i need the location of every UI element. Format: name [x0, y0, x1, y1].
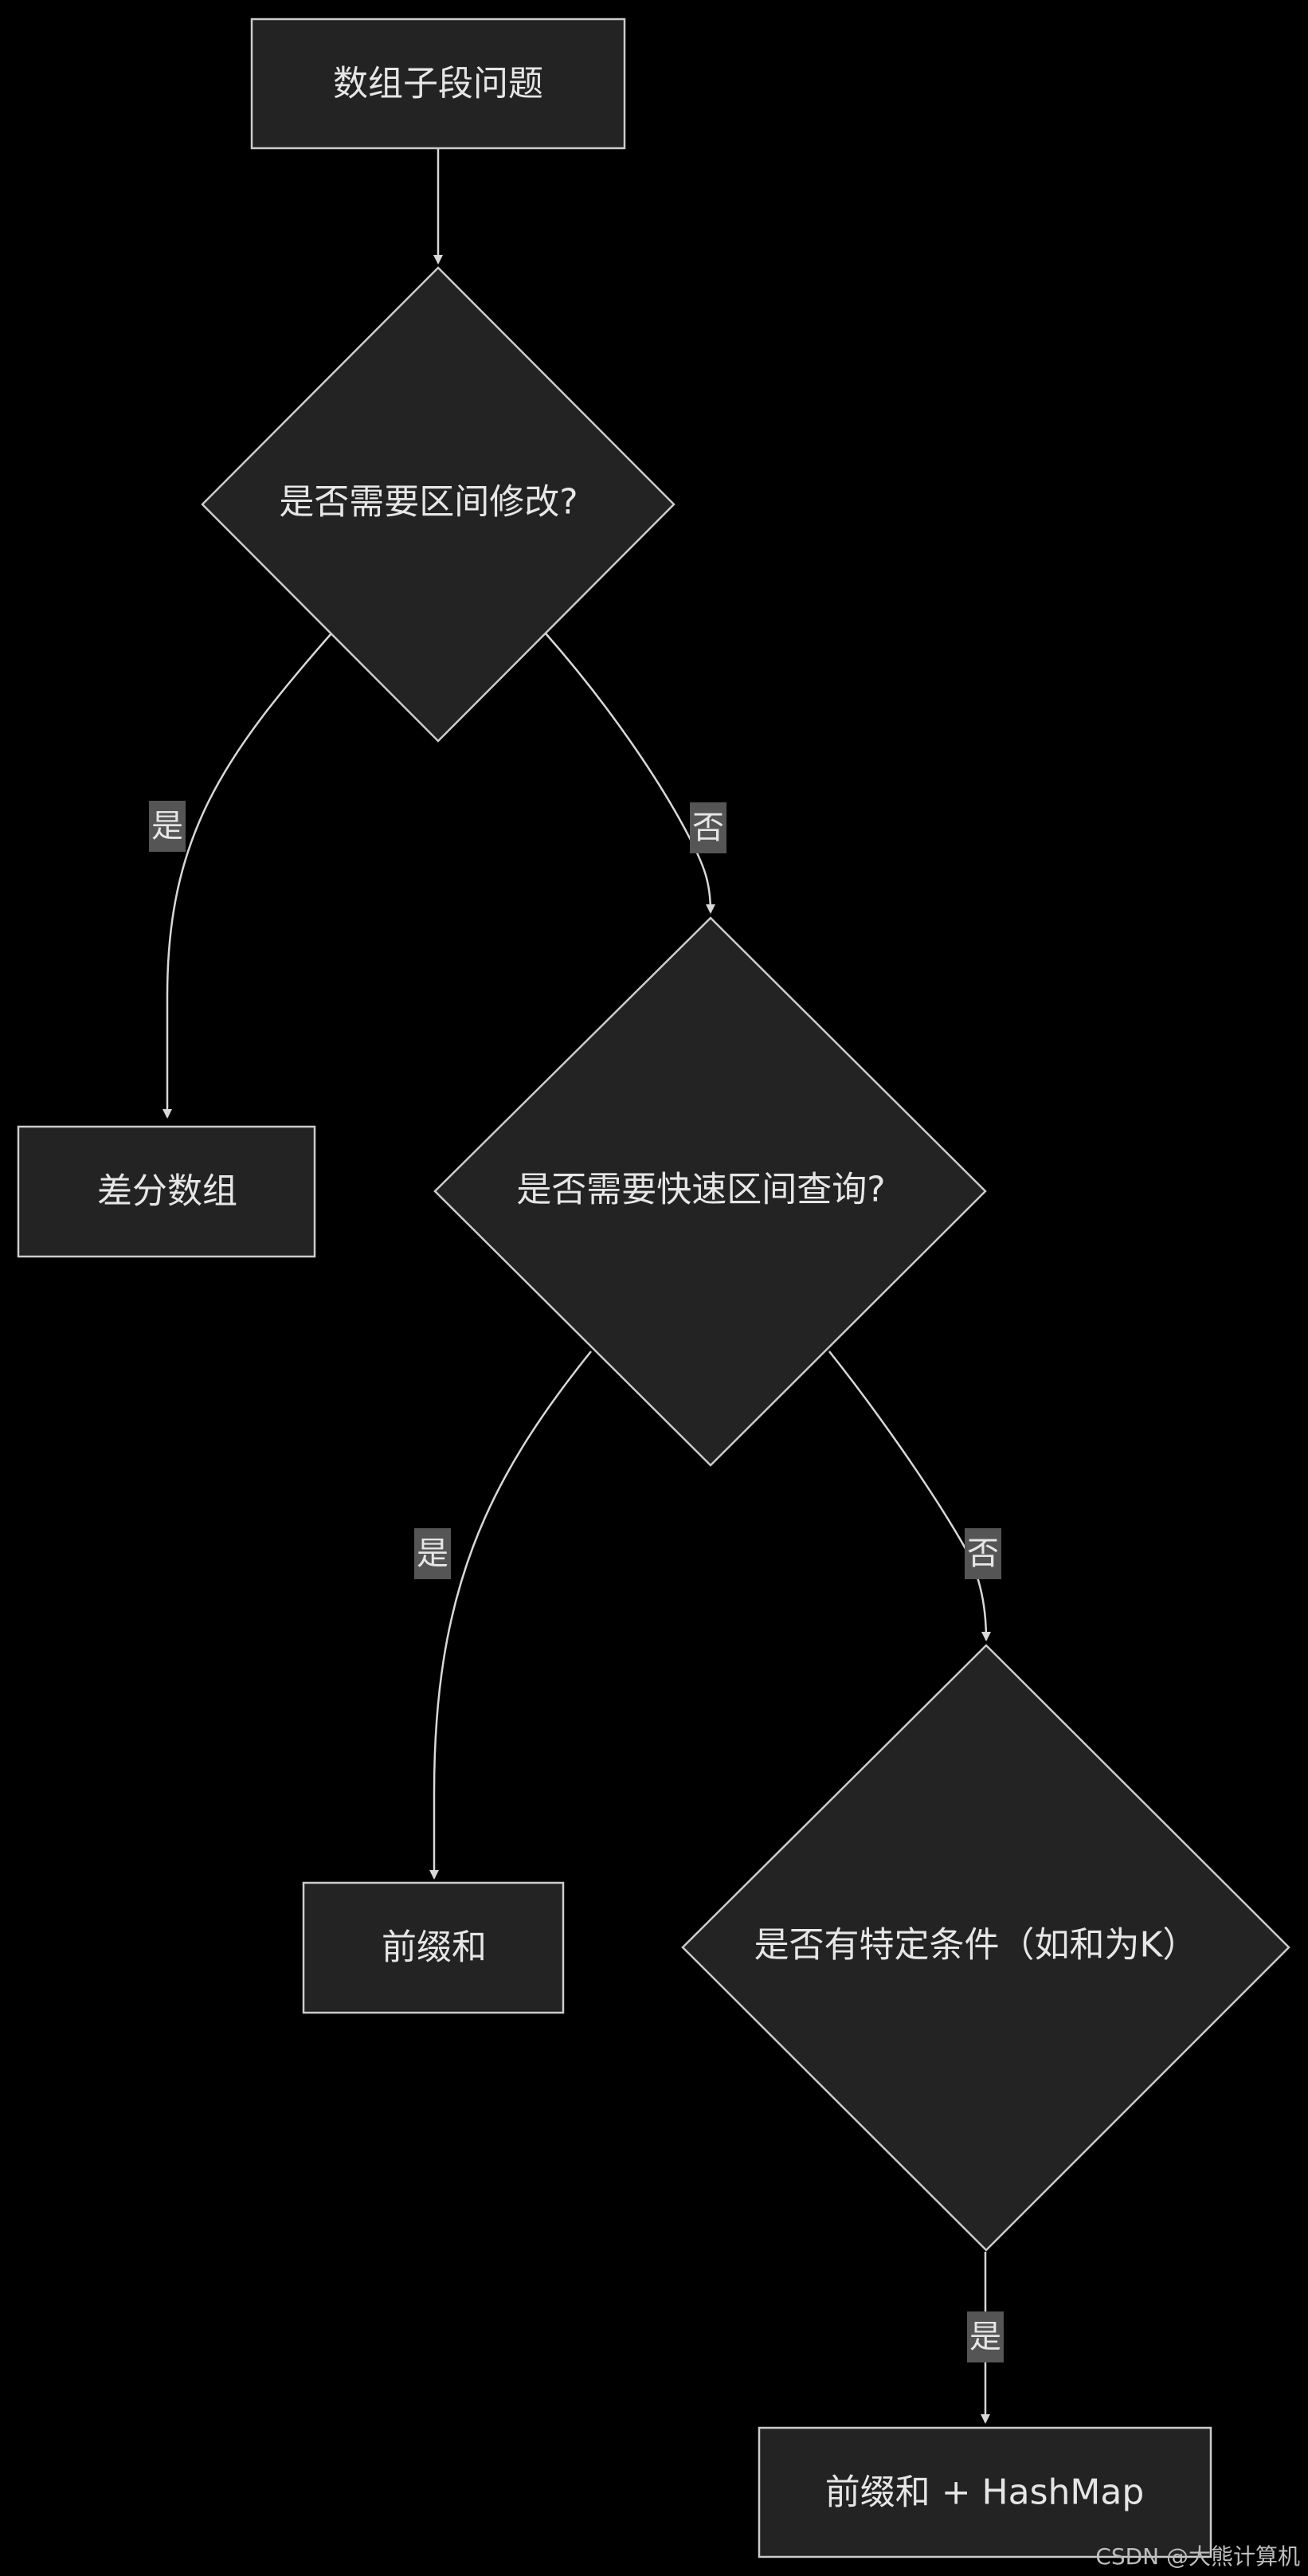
- svg-text:是否需要快速区间查询?: 是否需要快速区间查询?: [516, 1170, 885, 1210]
- svg-text:差分数组: 差分数组: [97, 1171, 237, 1212]
- edge-modify-yes: [163, 633, 332, 1119]
- node-diff-array: 差分数组: [17, 1125, 316, 1258]
- decision-range-query: 是否需要快速区间查询?: [433, 916, 987, 1467]
- svg-text:否: 否: [692, 810, 724, 846]
- decision-condition: 是否有特定条件（如和为K）: [681, 1644, 1290, 2252]
- svg-text:是否需要区间修改?: 是否需要区间修改?: [279, 482, 578, 523]
- watermark: CSDN @大熊计算机: [1095, 2543, 1300, 2570]
- svg-text:前缀和: 前缀和: [382, 1927, 487, 1968]
- node-prefix-hashmap: 前缀和 + HashMap: [758, 2426, 1212, 2558]
- svg-text:否: 否: [967, 1535, 999, 1572]
- node-start: 数组子段问题: [250, 18, 626, 150]
- edge-label-condition-yes: 是: [967, 2311, 1004, 2362]
- decision-range-modify: 是否需要区间修改?: [201, 266, 676, 743]
- edge-label-query-yes: 是: [414, 1528, 451, 1579]
- edge-query-yes: [429, 1351, 592, 1880]
- edge-label-query-no: 否: [965, 1528, 1001, 1579]
- edge-label-modify-yes: 是: [149, 801, 186, 852]
- edge-query-no: [828, 1351, 991, 1641]
- svg-text:是: 是: [969, 2319, 1001, 2355]
- svg-text:是: 是: [417, 1535, 448, 1572]
- svg-text:是: 是: [151, 808, 183, 845]
- node-prefix-sum: 前缀和: [302, 1881, 565, 2014]
- svg-text:数组子段问题: 数组子段问题: [333, 64, 543, 104]
- svg-text:前缀和 + HashMap: 前缀和 + HashMap: [825, 2472, 1145, 2513]
- svg-text:是否有特定条件（如和为K）: 是否有特定条件（如和为K）: [754, 1925, 1198, 1966]
- edge-modify-no: [545, 633, 715, 914]
- edge-label-modify-no: 否: [690, 802, 726, 853]
